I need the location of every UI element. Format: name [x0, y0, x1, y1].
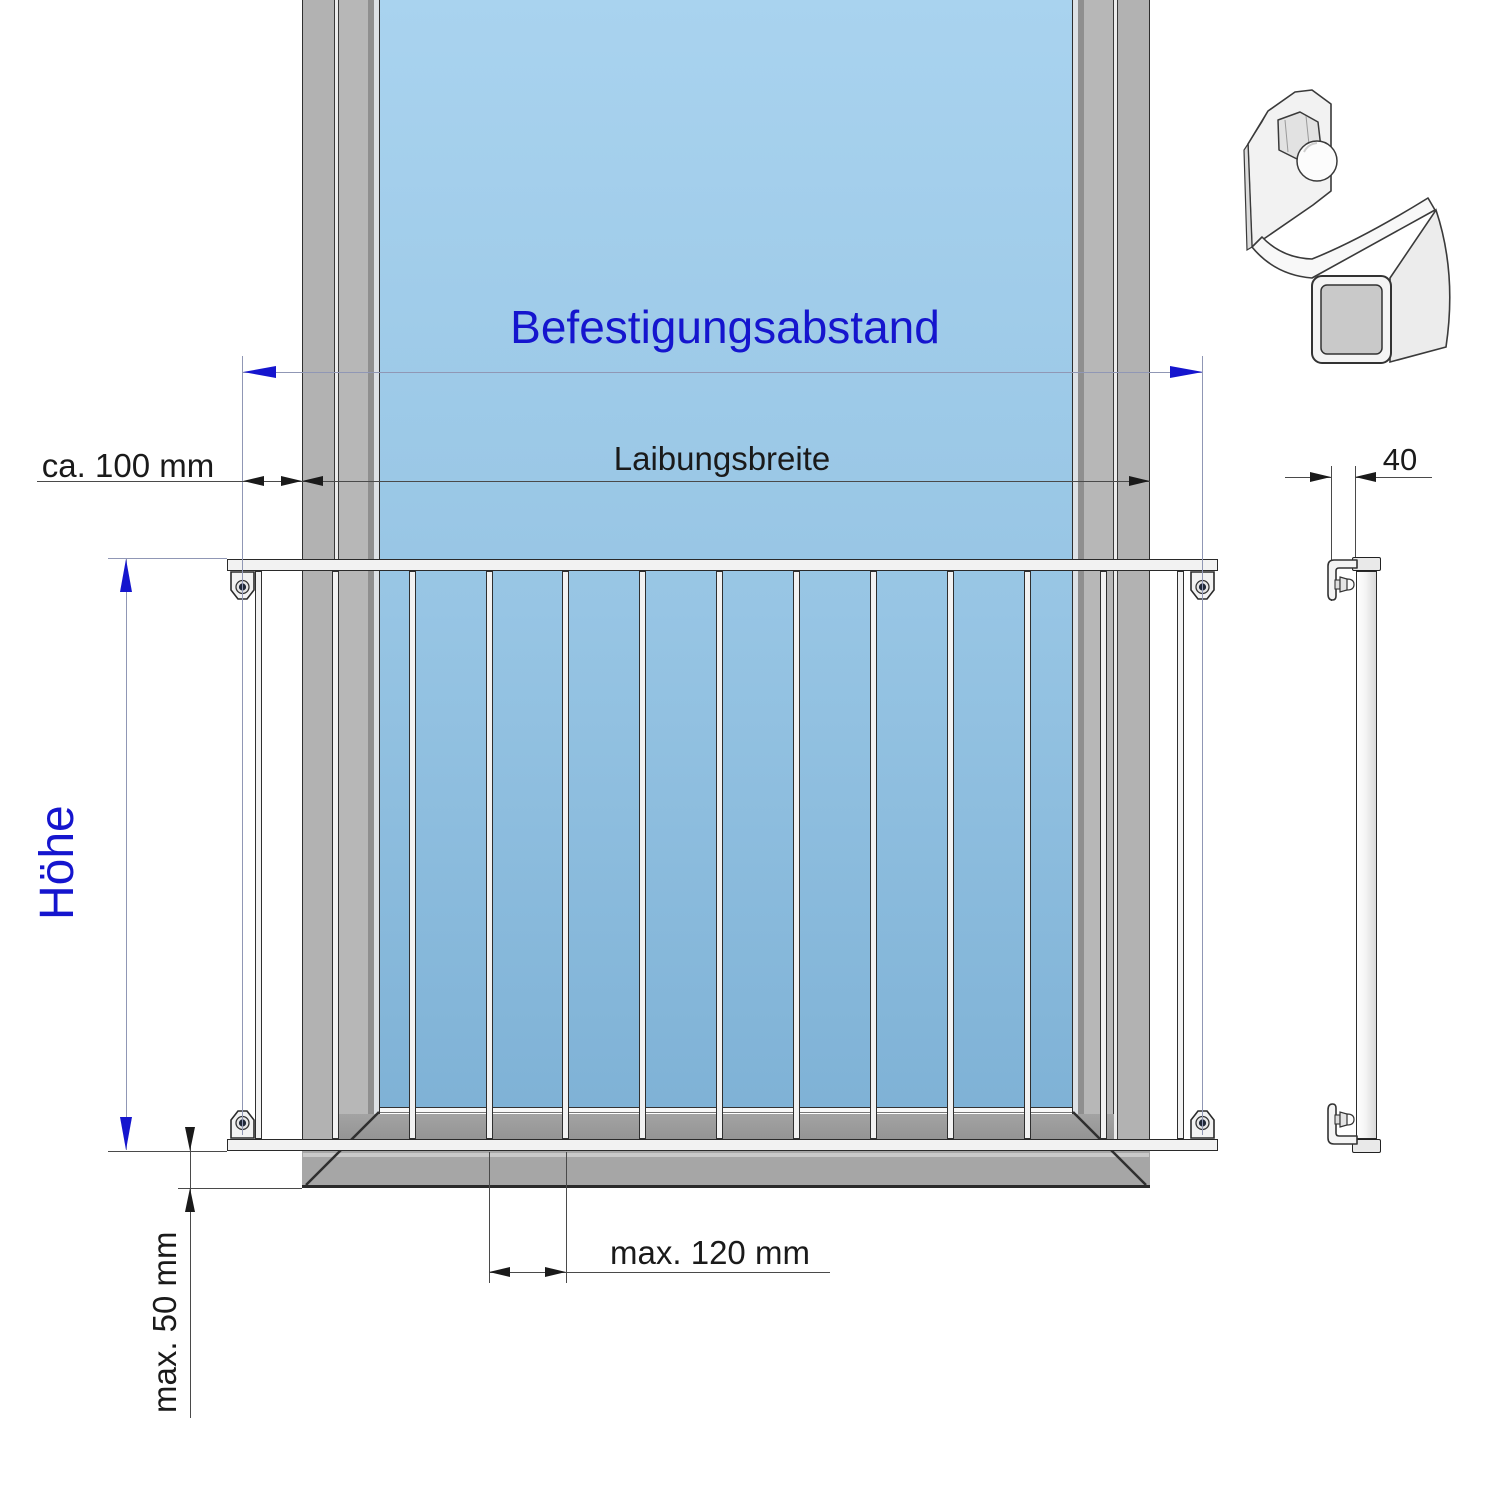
window-frame-left-edge [302, 0, 303, 1188]
window-frame-right-shadow [1078, 0, 1084, 1188]
height-dim-line [126, 559, 127, 1150]
window-glass-bottom-gasket [380, 1107, 1072, 1113]
window-glass-left-edge [379, 0, 380, 1188]
dim-arrow-left [243, 476, 264, 486]
bracket-3d-detail [1243, 89, 1451, 364]
post-depth-extension-right [1355, 466, 1356, 557]
window-glass-right-edge [1072, 0, 1073, 1188]
window-frame-left-outer [303, 0, 334, 1188]
window-frame-left-shadow [368, 0, 374, 1188]
railing-bar [485, 571, 493, 1139]
railing-bottom-rail [227, 1139, 1218, 1151]
window-frame-right-inner [1084, 0, 1113, 1188]
fastening-distance-label: Befestigungsabstand [510, 301, 940, 353]
window-frame-right-edge [1149, 0, 1150, 1188]
side-view-bracket-bottom [1327, 1103, 1358, 1145]
railing-bar [946, 571, 954, 1139]
post-depth-dim-line-left [1285, 477, 1331, 478]
dim-arrow-up [120, 559, 132, 592]
dim-arrow-down [120, 1117, 132, 1150]
railing-bar [1177, 571, 1185, 1139]
side-view-bottom-cap [1352, 1139, 1381, 1153]
wall-offset-label: ca. 100 mm [41, 447, 215, 484]
fastening-extension-line-left [242, 356, 243, 1135]
post-depth-dim-line-right [1355, 477, 1432, 478]
railing-bar [1023, 571, 1031, 1139]
window-frame-right-highlight [1073, 0, 1078, 1188]
window-frame-right-outer [1118, 0, 1149, 1188]
railing-bar [1100, 571, 1108, 1139]
dim-arrow-up [185, 1188, 195, 1212]
railing-bar [716, 571, 724, 1139]
railing-bar [562, 571, 570, 1139]
dim-arrow-right [1310, 472, 1331, 482]
sill-bottom-reference-line [178, 1188, 302, 1189]
railing-bar [408, 571, 416, 1139]
dim-arrow-left [1355, 472, 1376, 482]
bar-spacing-dim-line [489, 1272, 830, 1273]
dim-arrow-left [243, 366, 276, 378]
dim-arrow-right [281, 476, 302, 486]
railing-bar [331, 571, 339, 1139]
reveal-width-label: Laibungsbreite [613, 440, 831, 477]
fastening-extension-line-right [1202, 356, 1203, 1135]
post-depth-extension-left [1331, 466, 1332, 601]
railing-bar [792, 571, 800, 1139]
dim-arrow-right [1170, 366, 1203, 378]
window-sill-highlight [303, 1153, 1149, 1157]
dim-arrow-right [1129, 476, 1150, 486]
bottom-clearance-dim-line [190, 1127, 191, 1418]
side-view-post [1356, 571, 1377, 1139]
window-frame-bottom-face [339, 1114, 1114, 1139]
dim-arrow-left [302, 476, 323, 486]
window-frame-right-line1 [1113, 0, 1114, 1188]
height-extension-line-top [108, 558, 227, 559]
dim-arrow-right [545, 1267, 566, 1277]
railing-bar [869, 571, 877, 1139]
window-frame-left-highlight [374, 0, 379, 1188]
railing-bar [255, 571, 262, 1139]
side-view-bracket-top [1327, 559, 1358, 601]
bar-spacing-label: max. 120 mm [610, 1234, 810, 1271]
bar-spacing-extension-left [489, 1152, 490, 1283]
fastening-distance-dim-line [243, 372, 1203, 373]
railing-bar [639, 571, 647, 1139]
bar-spacing-extension-right [566, 1152, 567, 1283]
window-frame-right-line2 [1117, 0, 1118, 1188]
post-depth-label: 40 [1382, 442, 1418, 477]
bottom-clearance-label: max. 50 mm [146, 1231, 183, 1414]
window-frame-left-inner [339, 0, 368, 1188]
reveal-dim-line [37, 481, 1150, 482]
window-glass [380, 0, 1072, 1107]
rail-bottom-reference-line [108, 1151, 227, 1152]
dim-arrow-left [489, 1267, 510, 1277]
dim-arrow-down [185, 1127, 195, 1151]
window-frame-right-gap [1114, 0, 1117, 1188]
height-label: Höhe [31, 805, 84, 921]
railing-top-rail [227, 559, 1218, 571]
